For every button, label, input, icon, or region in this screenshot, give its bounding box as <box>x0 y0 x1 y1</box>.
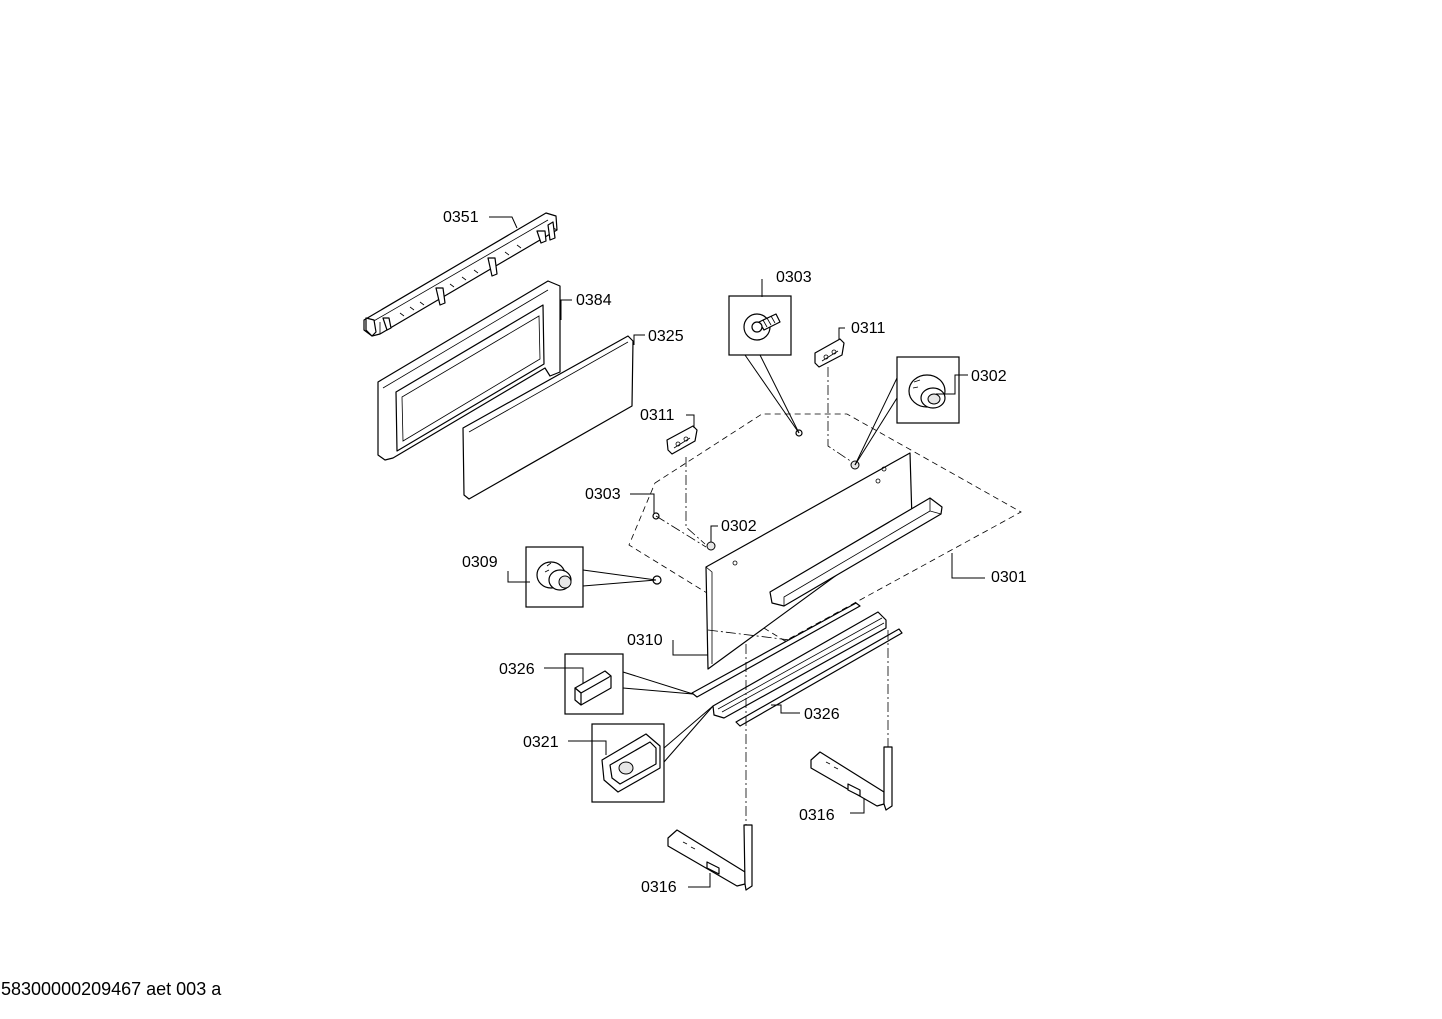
fastener-0302-left[interactable] <box>706 541 716 551</box>
part-0316-hinge-right[interactable] <box>810 746 893 811</box>
detail-box-0303-upper[interactable] <box>728 295 792 356</box>
part-0325-glass-pane[interactable] <box>462 335 634 500</box>
detail-box-0309[interactable] <box>525 546 584 608</box>
alignment-lines <box>655 367 889 825</box>
callout-0301[interactable]: 0301 <box>991 569 1027 586</box>
callout-0351[interactable]: 0351 <box>443 209 479 226</box>
callout-0321[interactable]: 0321 <box>523 734 559 751</box>
callout-0309[interactable]: 0309 <box>462 554 498 571</box>
callout-0303-upper[interactable]: 0303 <box>776 269 812 286</box>
part-0301-door-handle[interactable] <box>769 497 943 607</box>
part-0310-outer-glass[interactable] <box>705 452 913 670</box>
part-0311-bracket-lower[interactable] <box>666 425 698 455</box>
callout-0311-lower[interactable]: 0311 <box>640 407 675 424</box>
callout-0302-lower[interactable]: 0302 <box>721 518 757 535</box>
part-0351-top-trim[interactable] <box>363 212 558 337</box>
part-0301-door-assembly-outline[interactable] <box>628 413 1022 642</box>
callout-0325[interactable]: 0325 <box>648 328 684 345</box>
part-0311-bracket-upper[interactable] <box>814 338 845 368</box>
part-0384-inner-frame[interactable] <box>377 280 561 461</box>
callout-0384[interactable]: 0384 <box>576 292 612 309</box>
document-id: 58300000209467 aet 003 a <box>1 979 222 999</box>
callout-0326-left[interactable]: 0326 <box>499 661 535 678</box>
part-0326-seal-strip-lower[interactable] <box>735 628 903 727</box>
detail-box-0302-upper[interactable] <box>896 356 960 424</box>
callout-0326-right[interactable]: 0326 <box>804 706 840 723</box>
part-0321-lower-profile[interactable] <box>712 611 887 719</box>
part-0316-hinge-left[interactable] <box>667 824 753 891</box>
callout-0316-right[interactable]: 0316 <box>799 807 835 824</box>
callout-0303-lower[interactable]: 0303 <box>585 486 621 503</box>
callout-0316-left[interactable]: 0316 <box>641 879 677 896</box>
callout-labels: 0351 0384 0325 0303 0311 0302 0311 0303 … <box>443 209 1027 896</box>
part-0326-seal-strip-upper[interactable] <box>691 602 861 698</box>
leader-lines <box>489 216 985 888</box>
detail-box-0321[interactable] <box>591 723 665 803</box>
callout-0311-upper[interactable]: 0311 <box>851 320 886 337</box>
detail-box-0326[interactable] <box>564 653 624 715</box>
callout-0310[interactable]: 0310 <box>627 632 663 649</box>
callout-0302-upper[interactable]: 0302 <box>971 368 1007 385</box>
